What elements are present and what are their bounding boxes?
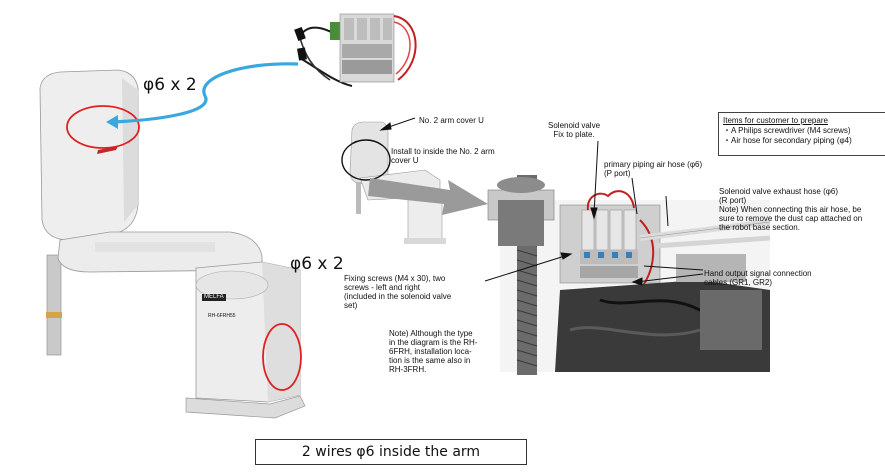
install-inside-label: Install to inside the No. 2 arm cover U	[391, 147, 495, 165]
highlight-ellipse-small-arm	[341, 139, 391, 181]
hand-output-label: Hand output signal connection cables (GR…	[704, 269, 812, 287]
scara-robot-illustration	[39, 69, 306, 419]
items-to-prepare-box: Items for customer to prepare ・A Philips…	[718, 112, 885, 156]
installation-photo	[487, 175, 771, 375]
robot-model-label: RH-6FRH55	[208, 313, 236, 319]
robot-brand-label: MELFA	[202, 294, 226, 301]
highlight-ellipse-arm	[66, 105, 140, 149]
arm-cover-label: No. 2 arm cover U	[419, 116, 484, 125]
phi-label-right: φ6 x 2	[290, 254, 344, 274]
blue-arrow	[111, 62, 299, 124]
highlight-ellipse-base	[262, 323, 302, 391]
fixing-screws-label: Fixing screws (M4 x 30), two screws - le…	[344, 274, 452, 310]
prepare-box-title: Items for customer to prepare	[723, 116, 828, 125]
solenoid-valve-label: Solenoid valve Fix to plate.	[548, 121, 601, 139]
primary-piping-label: primary piping air hose (φ6) (P port)	[604, 160, 703, 178]
prepare-item: ・A Philips screwdriver (M4 screws)	[723, 126, 851, 135]
blue-arrowhead-icon	[106, 115, 118, 129]
grey-pointer-arrow	[368, 178, 488, 215]
phi-label-left: φ6 x 2	[143, 75, 197, 95]
figure-caption: 2 wires φ6 inside the arm	[255, 439, 527, 465]
exhaust-hose-label: Solenoid valve exhaust hose (φ6) (R port…	[719, 187, 863, 232]
solenoid-valve-set-photo	[294, 13, 417, 87]
prepare-item: ・Air hose for secondary piping (φ4)	[723, 136, 852, 145]
model-note-label: Note) Although the type in the diagram i…	[389, 329, 478, 374]
leader-lines	[379, 117, 704, 286]
